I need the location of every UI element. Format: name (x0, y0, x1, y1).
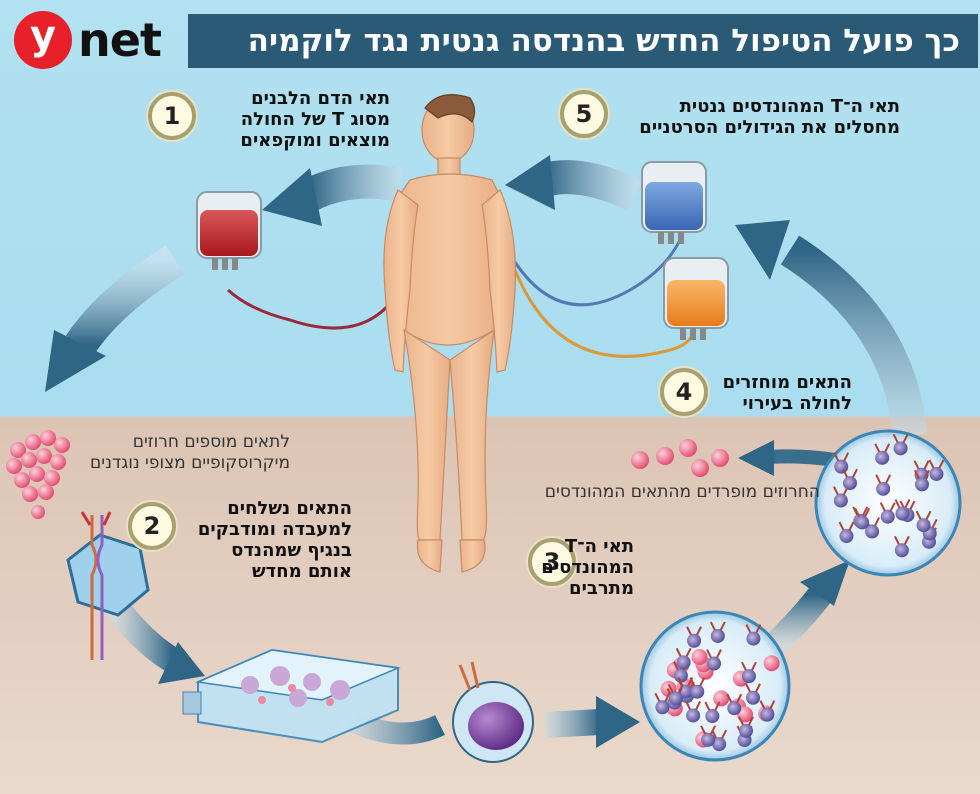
t-cell (760, 708, 774, 722)
step-5-label: תאי ה־T המהונדסים גנטית מחסלים את הגידול… (639, 96, 900, 138)
step-1-number: 1 (164, 102, 181, 130)
patient-figure (384, 95, 516, 572)
step-3-label: תאי ה־T המהונדסים מתרבים (541, 536, 634, 599)
t-cell (876, 482, 890, 496)
step-1-line: מסוג T של החולה (240, 109, 390, 130)
t-cell (727, 701, 741, 715)
t-cell (711, 629, 725, 643)
t-cell (895, 543, 909, 557)
t-cell (894, 441, 908, 455)
t-cell (839, 529, 853, 543)
logo-mark: y (14, 11, 72, 69)
t-cell (917, 518, 931, 532)
step-4-line: לחולה בעירוי (723, 393, 852, 414)
step-5-number: 5 (576, 100, 593, 128)
beads-added-line: מיקרוסקופיים מצופי נוגדנים (90, 453, 290, 474)
step-2-line: אותם מחדש (198, 561, 352, 582)
t-cell (834, 460, 848, 474)
engineered-t-cell (453, 662, 533, 762)
bead (692, 649, 708, 665)
red-blood-bag (197, 192, 261, 270)
step-3-line: תאי ה־T (541, 536, 634, 557)
step-5-badge: 5 (560, 90, 608, 138)
step-4-number: 4 (676, 378, 693, 406)
arrow-bag-down-left (45, 260, 175, 392)
t-cell (690, 685, 704, 699)
step-4-line: התאים מוחזרים (723, 372, 852, 393)
bead (764, 655, 780, 671)
step-4-badge: 4 (660, 368, 708, 416)
t-cell (701, 733, 715, 747)
t-cell (881, 510, 895, 524)
step-4-label: התאים מוחזרים לחולה בעירוי (723, 372, 852, 414)
t-cell (655, 700, 669, 714)
beads-removed-note: החרוזים מופרדים מהתאים המהונדסים (545, 482, 820, 503)
arrow-body-to-bag (262, 168, 400, 226)
step-2-label: התאים נשלחים למעבדה ומודבקים בנגיף שמהנד… (198, 498, 352, 582)
ynet-logo: y net (14, 10, 161, 70)
title-banner: כך פועל הטיפול החדש בהנדסה גנטית נגד לוק… (188, 14, 978, 68)
t-cell (687, 634, 701, 648)
logo-word: net (78, 13, 161, 67)
arrow-dish-to-beads (738, 440, 835, 476)
t-cell (929, 467, 943, 481)
t-cell (677, 655, 691, 669)
step-1-line: מוצאים ומוקפאים (240, 130, 390, 151)
step-2-line: התאים נשלחים (198, 498, 352, 519)
t-cell (895, 507, 909, 521)
arrow-bag-to-body (505, 155, 635, 210)
t-cell (746, 632, 760, 646)
step-5-line: מחסלים את הגידולים הסרטניים (639, 117, 900, 138)
separated-beads (631, 439, 729, 477)
step-1-line: תאי הדם הלבנים (240, 88, 390, 109)
page-title: כך פועל הטיפול החדש בהנדסה גנטית נגד לוק… (248, 23, 960, 59)
t-cell (705, 709, 719, 723)
t-cell (746, 691, 760, 705)
t-cell (855, 515, 869, 529)
step-1-badge: 1 (148, 92, 196, 140)
blue-cell-bag (642, 162, 706, 244)
t-cell (915, 477, 929, 491)
step-1-label: תאי הדם הלבנים מסוג T של החולה מוצאים ומ… (240, 88, 390, 151)
orange-cell-bag (664, 258, 728, 340)
t-cell (739, 724, 753, 738)
bead-cluster (6, 430, 70, 519)
t-cell (707, 657, 721, 671)
arrow-to-flask (115, 605, 205, 684)
step-2-badge: 2 (128, 502, 176, 550)
t-cell (669, 692, 683, 706)
step-3-line: מתרבים (541, 578, 634, 599)
blue-tube (515, 240, 680, 305)
arrow-cell-to-dish (545, 696, 640, 748)
t-cell (875, 451, 889, 465)
beads-added-line: לתאים מוספים חרוזים (90, 432, 290, 453)
arrow-dish-up (775, 560, 850, 645)
t-cell (834, 494, 848, 508)
step-5-line: תאי ה־T המהונדסים גנטית (639, 96, 900, 117)
step-3-line: המהונדסים (541, 557, 634, 578)
red-tube (228, 268, 410, 328)
step-2-line: בנגיף שמהנדס (198, 540, 352, 561)
t-cell (742, 669, 756, 683)
t-cell (686, 708, 700, 722)
beads-added-note: לתאים מוספים חרוזים מיקרוסקופיים מצופי נ… (90, 432, 290, 474)
bead (713, 690, 729, 706)
t-cell (843, 476, 857, 490)
step-2-number: 2 (144, 512, 161, 540)
step-2-line: למעבדה ומודבקים (198, 519, 352, 540)
